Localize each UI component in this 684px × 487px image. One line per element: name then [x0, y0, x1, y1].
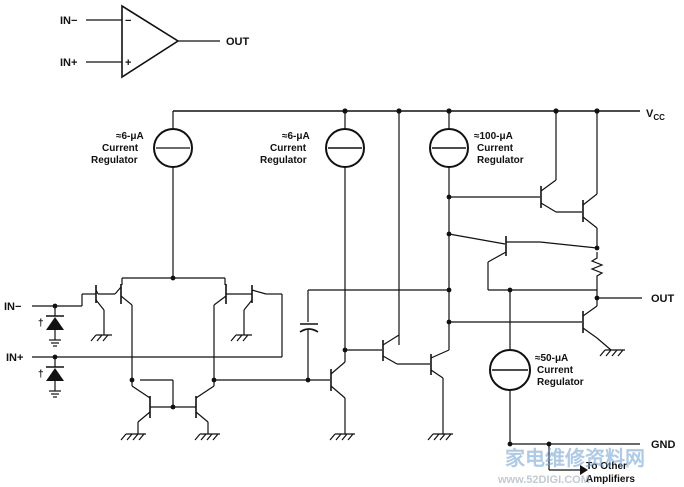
regulator-3: ≈100-μA Current Regulator	[429, 128, 524, 350]
watermark-url: www.52DIGI.COM	[497, 474, 590, 486]
regulator-4: ≈50-μA Current Regulator	[489, 290, 584, 444]
vcc-rail: VCC	[172, 108, 665, 345]
regulator-4-value: ≈50-μA	[535, 353, 568, 364]
output-stage: OUT	[446, 179, 675, 357]
regulator-3-value: ≈100-μA	[474, 131, 513, 142]
out-pin-label: OUT	[651, 293, 675, 305]
in-plus-pin-label: IN+	[6, 352, 23, 364]
regulator-2-value: ≈6-μA	[282, 131, 310, 142]
in-minus-pin-label: IN−	[4, 301, 21, 313]
symbol-plus-sign: +	[125, 57, 131, 69]
watermark-cjk: 家电维修资料网	[505, 446, 645, 470]
regulator-3-line2: Current	[477, 143, 514, 154]
input-stage: † †	[32, 275, 283, 398]
symbol-out-label: OUT	[226, 36, 250, 48]
to-other-line1: To Other	[586, 461, 627, 472]
regulator-2-line2: Current	[270, 143, 307, 154]
regulator-1-line3: Regulator	[91, 155, 138, 166]
regulator-3-line3: Regulator	[477, 155, 524, 166]
symbol-minus-sign: −	[125, 15, 131, 27]
regulator-4-line3: Regulator	[537, 377, 584, 388]
diode-2-mark: †	[38, 369, 44, 380]
current-mirror	[120, 377, 308, 441]
diode-1-mark: †	[38, 318, 44, 329]
vcc-label: VCC	[646, 108, 665, 122]
regulator-1-value: ≈6-μA	[116, 131, 144, 142]
gnd-label: GND	[651, 439, 676, 451]
symbol-in-minus-label: IN−	[60, 15, 77, 27]
regulator-2: ≈6-μA Current Regulator	[260, 128, 365, 350]
gnd-rail: GND To Other Amplifiers	[507, 439, 676, 485]
opamp-triangle	[121, 4, 180, 79]
regulator-2-line3: Regulator	[260, 155, 307, 166]
opamp-symbol: − + IN− IN+ OUT	[60, 4, 250, 79]
regulator-4-line2: Current	[537, 365, 574, 376]
to-other-line2: Amplifiers	[586, 474, 635, 485]
gain-stage	[299, 289, 453, 441]
regulator-1: ≈6-μA Current Regulator	[91, 128, 193, 278]
symbol-in-plus-label: IN+	[60, 57, 77, 69]
regulator-1-line2: Current	[102, 143, 139, 154]
